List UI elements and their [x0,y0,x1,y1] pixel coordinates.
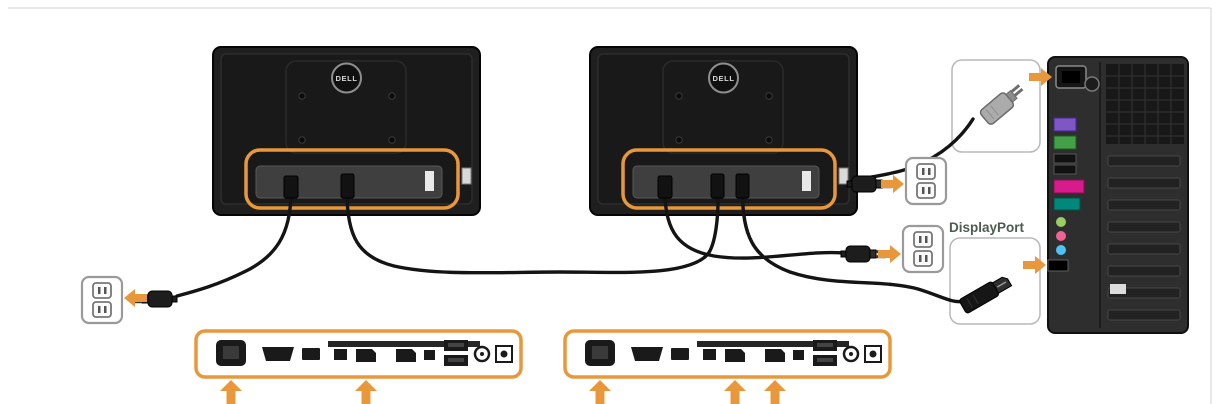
pc-tower-back [1047,56,1189,334]
usb-port-1 [1053,153,1077,164]
arrow-up-strip2-power-icon [589,380,611,404]
arrow-up-strip1-dp-icon [355,380,377,404]
displayport-cable-to-pc [740,190,966,304]
monitor-1-power-connector [283,175,299,199]
monitor-1-dp-connector [340,173,355,199]
monitor-1-power-cable [175,190,293,298]
connector-strip-2 [563,329,892,379]
arrow-up-strip2-dp-out-icon [764,380,786,404]
arrow-right-outlet-3-icon [878,245,901,263]
displayport-label: DisplayPort [949,220,1025,235]
arrow-left-outlet-1-icon [124,289,147,307]
wall-outlet-1 [80,275,124,325]
monitor-2-dp-out-connector [735,173,750,199]
pc-expansion-slots [1107,155,1181,321]
serial-port [1053,197,1081,211]
wall-outlet-2 [904,156,948,206]
monitor-1-plugged-connectors [283,173,355,199]
pc-displayport-port [1047,259,1069,272]
pc-service-tag [1110,284,1126,294]
pc-io-ports [1047,117,1085,272]
arrow-right-pc-power-icon [1029,68,1052,86]
orange-arrows [124,68,1052,404]
ps2-mouse-port [1053,135,1077,150]
wall-outlet-3 [901,224,945,274]
monitor-2-plugged-connectors [657,173,750,199]
audio-jack-mic [1056,231,1066,241]
arrow-up-strip2-dp-in-icon [724,380,746,404]
monitor-2-dp-in-connector [710,173,725,199]
arrow-right-outlet-2-icon [881,175,904,193]
dp-connector-tip [991,276,1013,294]
connector-area-highlight-2 [621,148,837,210]
arrow-right-pc-displayport-icon [1023,256,1046,274]
ps2-keyboard-port [1053,117,1077,132]
pc-fan [1084,76,1100,92]
connector-strip-1 [194,329,523,379]
audio-jack-line-out [1056,217,1066,227]
pc-vent-grid [1106,64,1184,144]
usb-port-2 [1053,164,1077,175]
connector-area-highlight-1 [244,148,460,210]
monitor-2-power-connector [657,175,673,199]
arrow-up-strip1-power-icon [220,380,242,404]
ac-power-plug-icon [979,84,1024,125]
parallel-port [1053,179,1085,194]
audio-jack-line-in [1056,245,1066,255]
displayport-connector-icon [959,276,1013,314]
monitor-2-power-cable [663,190,846,260]
